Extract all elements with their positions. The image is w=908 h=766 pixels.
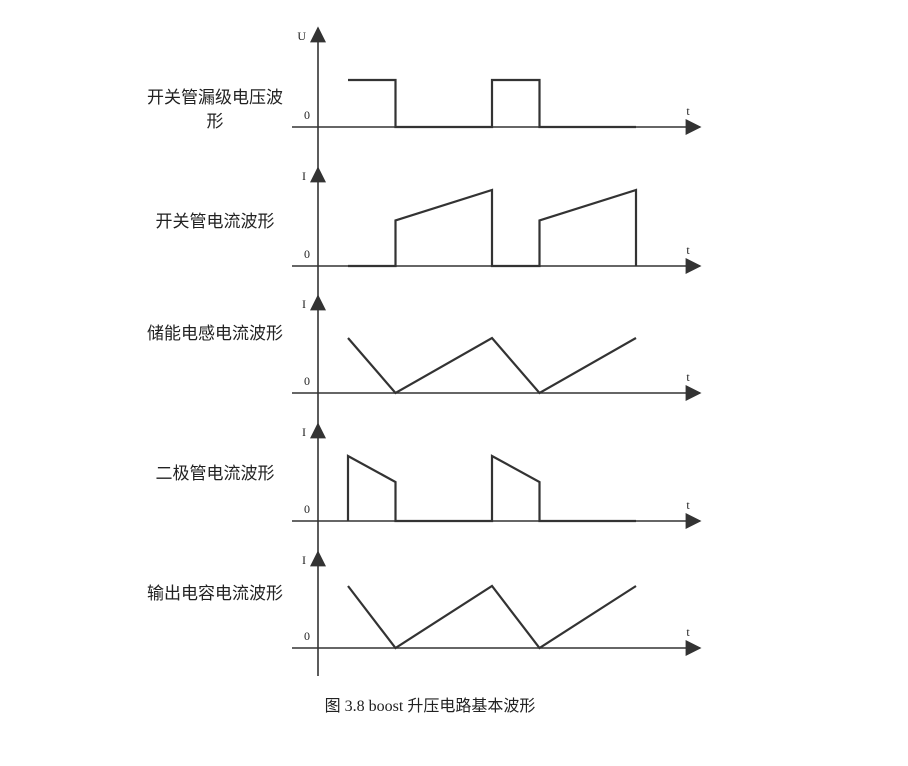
origin-label: 0 xyxy=(304,374,310,388)
t-axis-label: t xyxy=(686,104,690,118)
origin-label: 0 xyxy=(304,247,310,261)
y-axis-label: I xyxy=(302,425,306,439)
waveform-label-4: 二极管电流波形 xyxy=(155,464,275,484)
waveform-label-5: 输出电容电流波形 xyxy=(147,584,283,604)
waveform-2: I 0 t xyxy=(292,166,702,274)
waveform-trace xyxy=(348,78,636,129)
t-axis-label: t xyxy=(686,498,690,512)
waveform-1: U 0 t xyxy=(292,26,702,135)
t-axis-label: t xyxy=(686,370,690,384)
waveform-3: I 0 t xyxy=(292,294,702,401)
origin-label: 0 xyxy=(304,629,310,643)
figure-caption: 图 3.8 boost 升压电路基本波形 xyxy=(324,698,536,715)
y-axis-label: U xyxy=(297,29,306,43)
waveform-label-1: 开关管漏级电压波形 xyxy=(147,88,283,132)
origin-label: 0 xyxy=(304,108,310,122)
waveform-trace xyxy=(348,188,638,268)
t-axis-label: t xyxy=(686,625,690,639)
waveform-trace xyxy=(347,584,637,650)
waveform-5: I 0 t xyxy=(292,550,702,656)
waveform-trace xyxy=(346,454,636,523)
waveform-label-2: 开关管电流波形 xyxy=(155,212,275,232)
y-axis-label: I xyxy=(302,169,306,183)
waveform-trace xyxy=(347,336,637,395)
waveform-4: I 0 t xyxy=(292,422,702,529)
origin-label: 0 xyxy=(304,502,310,516)
y-axis-label: I xyxy=(302,297,306,311)
t-axis-label: t xyxy=(686,243,690,257)
waveform-label-3: 储能电感电流波形 xyxy=(147,324,283,344)
y-axis-label: I xyxy=(302,553,306,567)
